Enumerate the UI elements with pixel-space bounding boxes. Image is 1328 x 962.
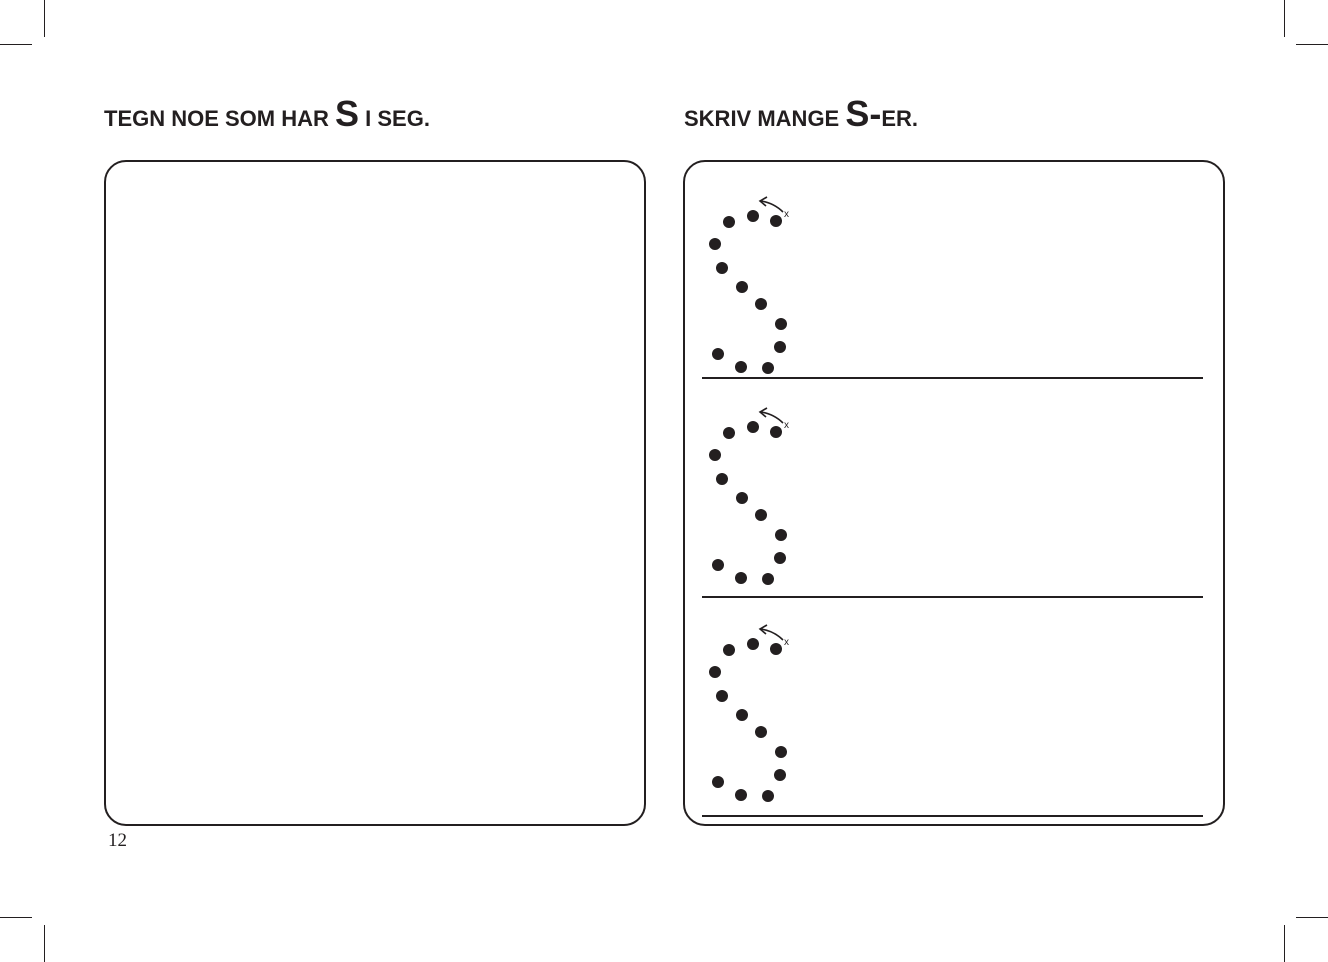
crop-mark	[44, 925, 45, 962]
start-mark: x	[784, 420, 789, 431]
crop-mark	[44, 0, 45, 37]
trace-dot	[736, 281, 748, 293]
heading-text: ER.	[881, 106, 919, 131]
trace-dot	[712, 559, 724, 571]
stroke-direction-arrow	[760, 200, 784, 213]
crop-mark	[0, 44, 32, 45]
draw-instruction-heading: TEGN NOE SOM HAR S I SEG.	[104, 96, 430, 132]
trace-dot	[755, 726, 767, 738]
trace-dot	[709, 666, 721, 678]
trace-dot	[747, 210, 759, 222]
crop-mark	[1284, 925, 1285, 962]
heading-text: I SEG.	[359, 106, 430, 131]
trace-dot	[723, 427, 735, 439]
trace-dot	[735, 572, 747, 584]
stroke-direction-arrow	[760, 628, 784, 641]
trace-dot	[762, 362, 774, 374]
trace-dot	[775, 746, 787, 758]
start-mark: x	[784, 637, 789, 648]
start-mark: x	[784, 209, 789, 220]
trace-dot	[755, 298, 767, 310]
trace-dot	[762, 573, 774, 585]
crop-mark	[1296, 917, 1328, 918]
heading-letter: S	[335, 93, 360, 134]
trace-dot	[716, 262, 728, 274]
write-instruction-heading: SKRIV MANGE S-ER.	[684, 96, 918, 132]
trace-dot	[723, 644, 735, 656]
trace-dot	[762, 790, 774, 802]
crop-mark	[0, 917, 32, 918]
trace-dot	[716, 473, 728, 485]
trace-dot	[747, 638, 759, 650]
trace-dot	[755, 509, 767, 521]
arrow-head-icon	[758, 407, 768, 418]
trace-dot	[770, 426, 782, 438]
trace-dot	[774, 341, 786, 353]
trace-dot	[770, 215, 782, 227]
heading-text: SKRIV MANGE	[684, 106, 846, 131]
trace-dot	[709, 238, 721, 250]
page-number: 12	[108, 830, 127, 851]
trace-dot	[712, 776, 724, 788]
heading-text: TEGN NOE SOM HAR	[104, 106, 336, 131]
trace-dot	[770, 643, 782, 655]
arrow-head-icon	[758, 624, 768, 635]
drawing-area[interactable]	[104, 160, 646, 826]
trace-dot	[735, 361, 747, 373]
stroke-direction-arrow	[760, 411, 784, 424]
trace-dot	[774, 769, 786, 781]
trace-dot	[712, 348, 724, 360]
trace-dot	[747, 421, 759, 433]
trace-dot	[736, 492, 748, 504]
crop-mark	[1296, 44, 1328, 45]
crop-mark	[1284, 0, 1285, 37]
trace-dot	[775, 529, 787, 541]
trace-dot	[775, 318, 787, 330]
trace-dot	[723, 216, 735, 228]
arrow-head-icon	[758, 196, 768, 207]
trace-dot	[735, 789, 747, 801]
trace-dot	[736, 709, 748, 721]
heading-letter: S-	[845, 93, 882, 134]
trace-dot	[716, 690, 728, 702]
writing-area[interactable]	[683, 160, 1225, 826]
trace-dot	[709, 449, 721, 461]
trace-dot	[774, 552, 786, 564]
